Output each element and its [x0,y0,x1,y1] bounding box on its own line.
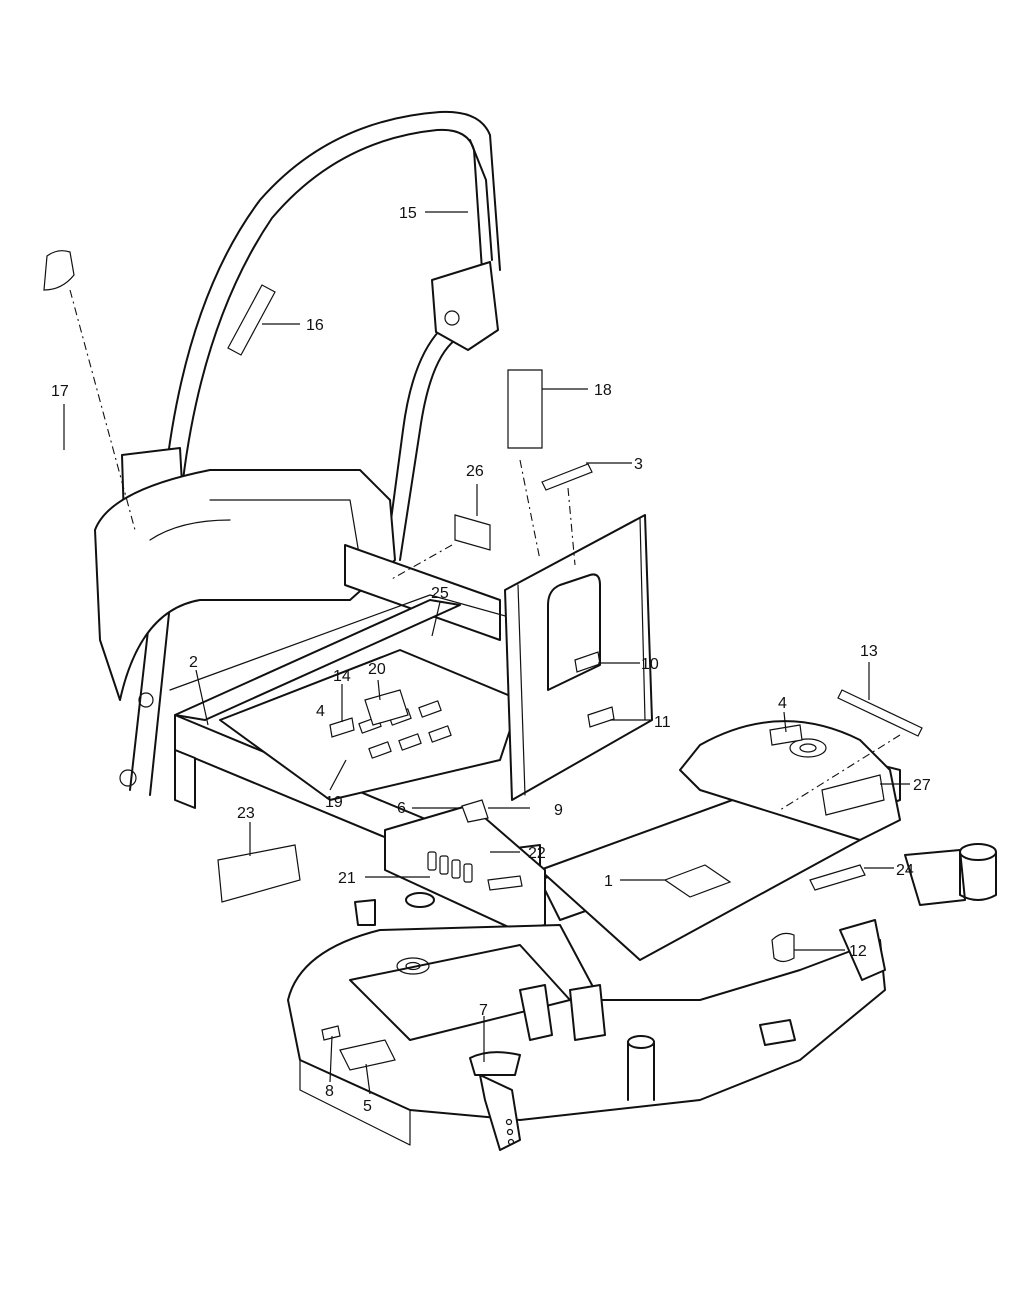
decal-14 [329,717,355,738]
callout-12: 12 [849,943,867,960]
decal-16 [227,284,276,356]
decal-3 [541,463,593,491]
decal-11 [587,706,615,728]
rops-hinge-right [431,261,499,351]
callout-10: 10 [641,656,659,673]
callout-16: 16 [306,317,324,334]
decal-27 [821,774,885,816]
callout-24: 24 [896,862,914,879]
callout-5: 5 [363,1098,372,1115]
callout-17: 17 [51,383,69,400]
callout-9: 9 [554,802,563,819]
callout-3: 3 [634,456,643,473]
decal-24 [809,864,866,891]
callout-13: 13 [860,643,878,660]
decal-22 [487,875,523,891]
decal-10 [574,651,601,673]
decal-20 [364,689,409,726]
seat-plate [504,514,653,801]
callout-4b: 4 [778,695,787,712]
rear-frame [94,469,521,701]
decal-5 [339,1039,396,1071]
decals [43,250,923,1071]
mower-deck [287,892,886,1151]
switch-panel [427,851,473,883]
deck-lift-bracket [469,1051,521,1076]
callout-11: 11 [654,714,671,731]
decal-26 [454,514,491,551]
decal-18 [507,369,543,449]
callout-15: 15 [399,205,417,222]
leader-lines [63,211,910,1095]
callout-23: 23 [237,805,255,822]
decal-8 [321,1025,341,1041]
callout-2: 2 [189,654,198,671]
callout-6: 6 [397,800,406,817]
decal-17 [43,250,75,291]
callout-8: 8 [325,1083,334,1100]
decal-1 [663,864,732,898]
callout-21: 21 [338,870,356,887]
control-console [384,804,546,931]
callout-1: 1 [604,873,613,890]
callout-22: 22 [528,845,546,862]
callout-25: 25 [431,585,449,602]
callout-27: 27 [913,777,931,794]
callout-7: 7 [479,1002,488,1019]
callout-20: 20 [368,661,386,678]
callout-4: 4 [316,703,325,720]
decal-4 [769,724,803,746]
callout-labels: 1 2 3 4 4 5 6 7 8 9 10 11 12 13 14 15 16… [51,205,931,1115]
callout-18: 18 [594,382,612,399]
decal-13 [837,689,923,737]
callout-26: 26 [466,463,484,480]
decal-12 [771,932,795,963]
placement-lines [69,289,901,811]
callout-19: 19 [325,794,343,811]
callout-14: 14 [333,668,351,685]
decal-23 [217,844,301,903]
decal-6 [461,799,489,823]
